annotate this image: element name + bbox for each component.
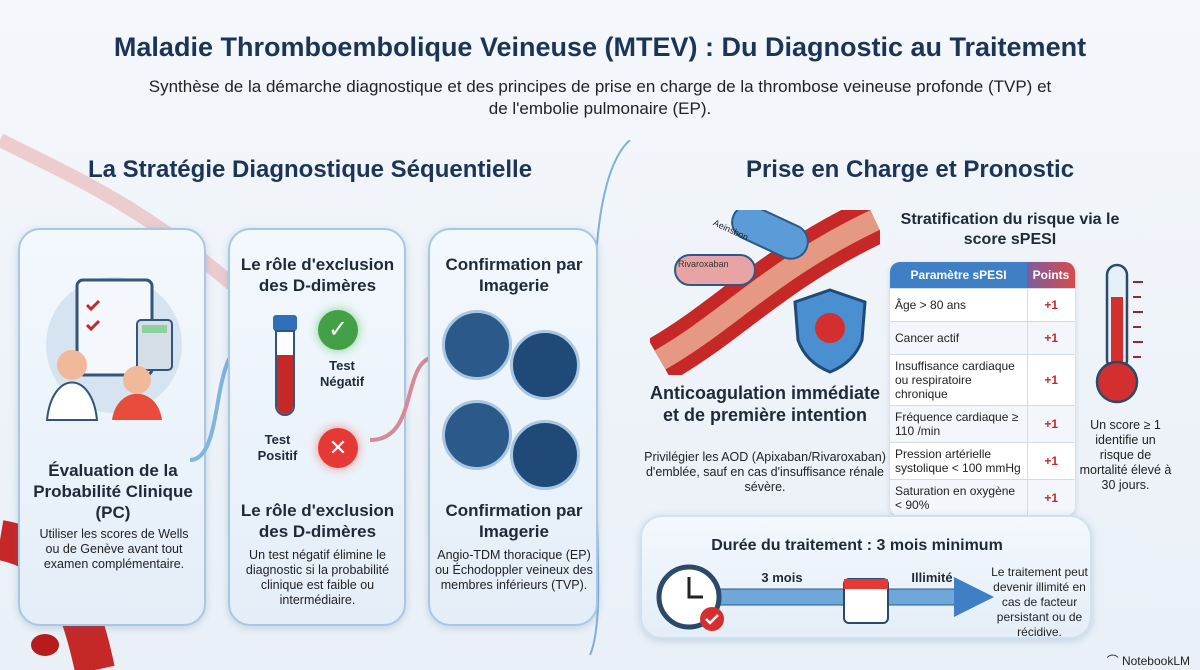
card2-top-title: Le rôle d'exclusion des D-dimères — [240, 255, 395, 295]
card1-title: Évaluation de la Probabilité Clinique (P… — [33, 461, 193, 522]
spesi-title: Stratification du risque via le score sP… — [900, 211, 1120, 248]
points: +1 — [1026, 405, 1075, 443]
card-clinical-probability: Évaluation de la Probabilité Clinique (P… — [18, 228, 206, 626]
leg-vein-icon — [442, 400, 512, 470]
param: Fréquence cardiaque ≥ 110 /min — [890, 405, 1027, 443]
points: +1 — [1026, 354, 1075, 406]
card-ddimer: Le rôle d'exclusion des D-dimères ✓ Test… — [228, 228, 406, 626]
table-row: Pression artérielle systolique < 100 mmH… — [890, 442, 1075, 480]
param: Cancer actif — [890, 321, 1027, 355]
duration-note: Le traitement peut devenir illimité en c… — [991, 565, 1088, 639]
card3-top-title: Confirmation par Imagerie — [445, 255, 583, 295]
check-icon: ✓ — [318, 310, 358, 350]
table-row: Insuffisance cardiaque ou respiratoire c… — [890, 354, 1075, 406]
page-subtitle: Synthèse de la démarche diagnostique et … — [148, 77, 1052, 118]
pill-label-2: Rivaroxaban — [678, 259, 729, 269]
card2-text: Un test négatif élimine le diagnostic si… — [245, 548, 390, 607]
page-title: Maladie Thromboembolique Veineuse (MTEV)… — [113, 32, 1087, 62]
param: Saturation en oxygène < 90% — [890, 479, 1027, 516]
notebooklm-logo-icon: ⌒ — [1106, 654, 1122, 668]
doctor-patient-clipboard-icon — [45, 277, 182, 421]
notebooklm-brand: ⌒ NotebookLM — [1107, 652, 1190, 669]
duration-title: Durée du traitement : 3 mois minimum — [711, 537, 1003, 554]
points: +1 — [1026, 442, 1075, 480]
diagnostic-heading: La Stratégie Diagnostique Séquentielle — [87, 156, 533, 183]
test-negative-label: Test Négatif — [319, 358, 365, 389]
card-imaging: Confirmation par Imagerie Confirmation p… — [428, 228, 598, 626]
cross-icon: ✕ — [318, 428, 358, 468]
brand-label: NotebookLM — [1121, 654, 1190, 668]
card2-title: Le rôle d'exclusion des D-dimères — [240, 501, 395, 541]
param: Pression artérielle systolique < 100 mmH… — [890, 442, 1027, 480]
card3-text: Angio-TDM thoracique (EP) ou Échodoppler… — [435, 548, 593, 592]
management-heading: Prise en Charge et Pronostic — [745, 156, 1075, 183]
duration-panel: Durée du traitement : 3 mois minimum 3 m… — [640, 515, 1092, 639]
col-points: Points — [1027, 262, 1075, 289]
param: Âge > 80 ans — [890, 288, 1027, 322]
col-parameter: Paramètre sPESI — [890, 262, 1027, 289]
table-row: Fréquence cardiaque ≥ 110 /min+1 — [890, 405, 1075, 443]
table-row: Cancer actif+1 — [890, 321, 1075, 355]
duration-segment-unlimited: Illimité — [911, 570, 953, 585]
duration-segment-3-months: 3 mois — [761, 570, 803, 585]
lungs-icon — [442, 310, 512, 380]
ct-scanner-icon — [510, 330, 580, 400]
anticoagulation-title: Anticoagulation immédiate et de première… — [649, 383, 881, 425]
doppler-icon — [510, 420, 580, 490]
card1-text: Utiliser les scores de Wells ou de Genèv… — [39, 527, 189, 571]
spesi-note: Un score ≥ 1 identifie un risque de mort… — [1079, 418, 1172, 492]
points: +1 — [1026, 479, 1075, 516]
thermometer-icon — [1095, 263, 1143, 404]
blood-tube-icon — [273, 315, 297, 416]
points: +1 — [1026, 321, 1075, 355]
param: Insuffisance cardiaque ou respiratoire c… — [890, 354, 1027, 406]
vessel-pills-shield-icon — [650, 210, 880, 375]
card3-title: Confirmation par Imagerie — [445, 501, 583, 541]
table-row: Saturation en oxygène < 90%+1 — [890, 479, 1075, 516]
table-row: Âge > 80 ans+1 — [890, 288, 1075, 322]
points: +1 — [1026, 288, 1075, 322]
test-positive-label: Test Positif — [257, 432, 298, 463]
timeline-arrow — [656, 564, 994, 631]
anticoagulation-text: Privilégier les AOD (Apixaban/Rivaroxaba… — [644, 450, 886, 494]
